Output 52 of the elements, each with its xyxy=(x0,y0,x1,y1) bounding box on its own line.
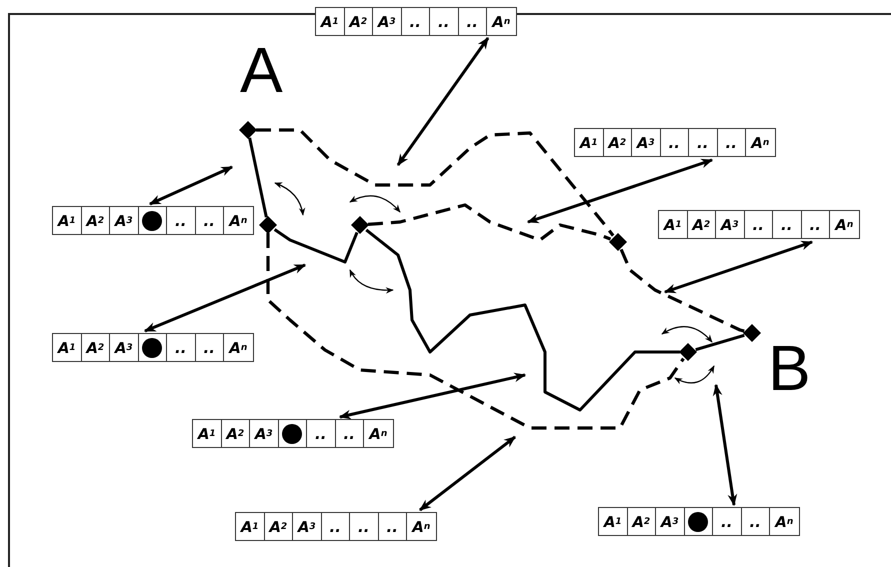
array-cell: .. xyxy=(378,513,407,540)
dashed-path-line xyxy=(368,203,612,242)
array-cell: .. xyxy=(742,508,770,535)
double-headed-arrow xyxy=(338,372,526,420)
double-headed-arrow xyxy=(419,436,516,512)
double-headed-arrow xyxy=(712,384,738,506)
array-cell: .. xyxy=(458,8,487,35)
double-headed-arrow xyxy=(396,37,490,166)
array-cell: .. xyxy=(336,420,364,447)
path-line xyxy=(248,138,268,218)
array-cell: .. xyxy=(307,420,336,447)
array-strip xyxy=(598,507,800,536)
junction-diamond xyxy=(609,233,627,251)
array-strip xyxy=(235,512,436,541)
junction-diamond xyxy=(679,343,697,361)
point-label: A xyxy=(240,38,283,102)
array-strip xyxy=(52,206,254,235)
dashed-path-line xyxy=(620,248,745,333)
array-cell: .. xyxy=(773,211,802,238)
double-headed-arrow xyxy=(148,166,234,206)
junction-diamond xyxy=(743,324,761,342)
array-cell: .. xyxy=(744,211,773,238)
dashed-path-line xyxy=(256,128,614,237)
array-strip xyxy=(52,333,254,362)
junction-diamond xyxy=(259,216,277,234)
path-line xyxy=(365,228,680,412)
path-line xyxy=(274,228,358,264)
double-headed-arrow xyxy=(664,240,814,294)
path-line xyxy=(695,334,745,352)
array-cell: .. xyxy=(689,129,718,156)
array-cell: .. xyxy=(322,513,350,540)
array-cell: .. xyxy=(167,207,196,234)
point-label: B xyxy=(768,336,811,400)
array-cell: .. xyxy=(660,129,689,156)
array-strip xyxy=(192,419,394,448)
double-headed-arrow xyxy=(526,158,714,224)
double-headed-arrow xyxy=(144,264,306,332)
array-strip xyxy=(658,210,860,239)
junction-diamond xyxy=(351,216,369,234)
array-cell: .. xyxy=(430,8,458,35)
junction-diamond xyxy=(239,121,257,139)
array-cell: .. xyxy=(713,508,742,535)
array-cell: .. xyxy=(718,129,746,156)
array-cell: .. xyxy=(167,334,196,361)
array-strip xyxy=(315,7,516,36)
array-cell: .. xyxy=(802,211,830,238)
array-cell: .. xyxy=(350,513,378,540)
array-strip xyxy=(574,128,776,157)
dashed-path-line xyxy=(266,233,685,430)
array-cell: .. xyxy=(402,8,430,35)
array-cell: .. xyxy=(196,334,224,361)
array-cell: .. xyxy=(196,207,224,234)
